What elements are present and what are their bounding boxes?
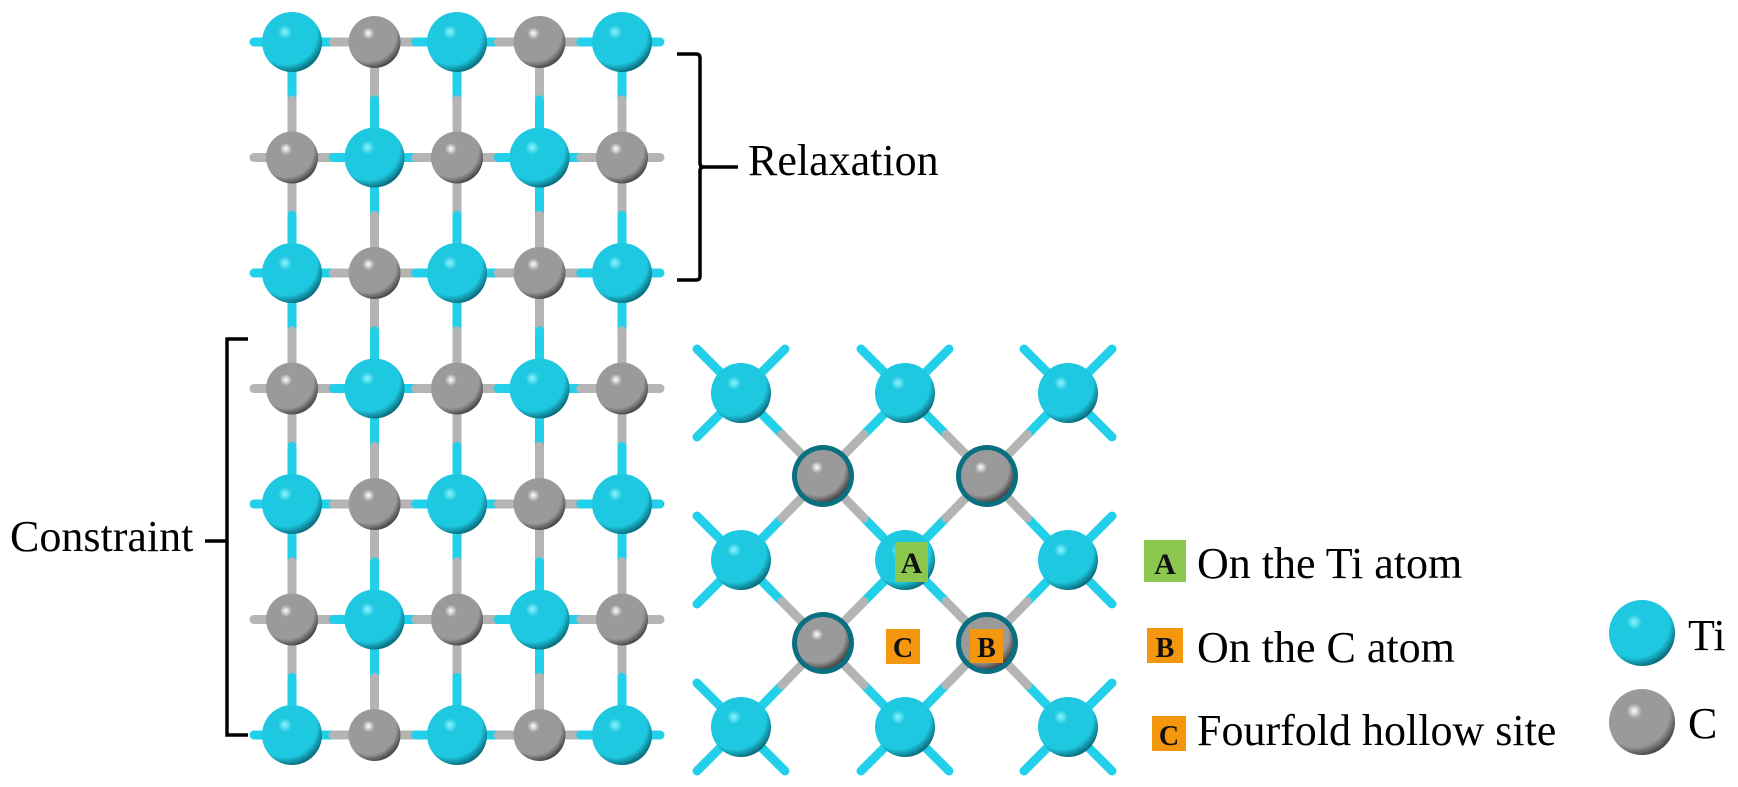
- ti-atom: [344, 127, 405, 188]
- constraint-label: Constraint: [10, 512, 193, 561]
- relaxation-bracket: [677, 52, 738, 282]
- ti-atom: [592, 243, 652, 303]
- legend-key-a: A: [1154, 548, 1176, 581]
- legend-atom-c: C: [1609, 689, 1717, 755]
- site-marker-a-label: A: [901, 547, 923, 580]
- c-atom: [961, 450, 1013, 502]
- c-atom: [596, 593, 648, 646]
- site-marker-a: A: [895, 542, 928, 582]
- legend-site-c: C Fourfold hollow site: [1152, 706, 1556, 755]
- legend-text-a: On the Ti atom: [1197, 539, 1462, 588]
- legend-swatch-c: [1152, 716, 1186, 751]
- legend-swatch-b: [1147, 628, 1183, 663]
- c-atom: [266, 362, 318, 415]
- c-atom-icon: [1609, 689, 1675, 755]
- ti-atom: [427, 705, 487, 765]
- legend-swatch-a: [1144, 540, 1186, 582]
- ti-atom: [509, 358, 570, 419]
- legend-text-c: Fourfold hollow site: [1197, 706, 1556, 755]
- ti-atom: [427, 474, 487, 534]
- ti-atom: [509, 127, 570, 188]
- legend-key-c: C: [1159, 721, 1179, 752]
- ti-atom: [711, 363, 771, 423]
- legend-c-label: C: [1688, 699, 1717, 748]
- ti-atom: [427, 243, 487, 303]
- c-atom: [513, 247, 566, 299]
- ti-atom: [592, 474, 652, 534]
- ti-atom: [344, 358, 405, 419]
- c-atom: [431, 362, 483, 415]
- c-atom: [513, 709, 566, 761]
- ti-atom: [1038, 530, 1098, 590]
- c-atom: [348, 478, 401, 530]
- ti-atom: [1038, 697, 1098, 757]
- site-marker-c-label: C: [893, 633, 913, 664]
- c-atom: [266, 593, 318, 646]
- c-atom: [797, 450, 849, 502]
- c-atom: [797, 617, 849, 669]
- c-atom: [266, 131, 318, 184]
- legend-site-a: A On the Ti atom: [1144, 539, 1462, 588]
- ti-atom: [592, 705, 652, 765]
- ti-atom: [344, 589, 405, 650]
- ti-atom-icon: [1609, 600, 1675, 666]
- site-marker-b: B: [970, 629, 1003, 664]
- ti-atom: [262, 705, 322, 765]
- ti-atom: [875, 697, 935, 757]
- legend-ti-label: Ti: [1688, 611, 1726, 660]
- c-atom: [348, 709, 401, 761]
- relaxation-label: Relaxation: [748, 136, 939, 185]
- c-atom: [513, 478, 566, 530]
- ti-atom: [711, 530, 771, 590]
- legend-site-b: B On the C atom: [1147, 623, 1455, 672]
- c-atom: [596, 131, 648, 184]
- ti-atom: [262, 12, 322, 72]
- constraint-bracket: [205, 337, 248, 737]
- c-atom: [431, 131, 483, 184]
- ti-atom: [262, 474, 322, 534]
- legend-key-b: B: [1156, 633, 1175, 664]
- legend-text-b: On the C atom: [1197, 623, 1455, 672]
- ti-atom: [875, 363, 935, 423]
- legend-atom-ti: Ti: [1609, 600, 1726, 666]
- ti-atom: [509, 589, 570, 650]
- c-atom: [431, 593, 483, 646]
- ti-atom: [427, 12, 487, 72]
- c-atom: [596, 362, 648, 415]
- side-view-slab: [262, 12, 652, 765]
- ti-atom: [1038, 363, 1098, 423]
- site-marker-c: C: [886, 629, 920, 664]
- ti-atom: [711, 697, 771, 757]
- c-atom: [513, 16, 566, 68]
- c-atom: [348, 16, 401, 68]
- ti-atom: [592, 12, 652, 72]
- ti-atom: [262, 243, 322, 303]
- site-marker-b-label: B: [977, 633, 996, 664]
- c-atom: [348, 247, 401, 299]
